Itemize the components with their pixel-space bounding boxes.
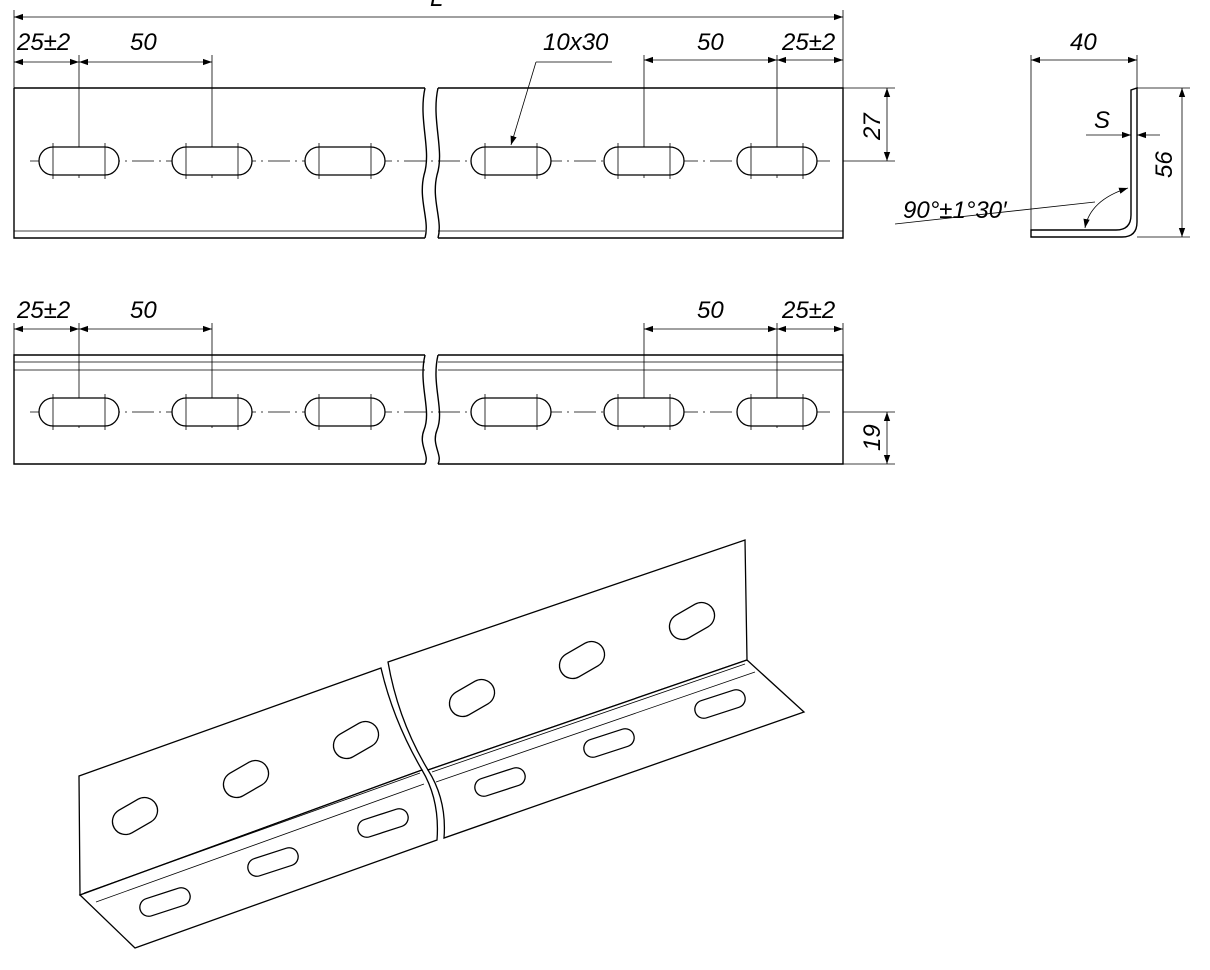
bottom-view-slots bbox=[38, 394, 818, 430]
iso-slot-vertical-6 bbox=[668, 601, 716, 641]
slot-5 bbox=[603, 143, 685, 179]
slot-3 bbox=[304, 394, 386, 430]
thickness-label: S bbox=[1094, 107, 1110, 134]
iso-slot-vertical-2 bbox=[222, 759, 270, 799]
top-view-right-outline bbox=[438, 87, 844, 239]
bottom-view-right-outline bbox=[438, 354, 844, 465]
right-edge-offset-label: 25±2 bbox=[781, 29, 835, 56]
bottom-view: 25±2 50 50 25±2 19 bbox=[13, 297, 895, 465]
right-pitch-label: 50 bbox=[697, 29, 724, 56]
iso-slot-horizontal-2 bbox=[247, 847, 299, 877]
slot-6 bbox=[736, 394, 818, 430]
iso-slot-vertical-4 bbox=[448, 678, 496, 718]
iso-slot-horizontal-5 bbox=[583, 728, 635, 758]
top-view: L 25±2 50 50 25±2 10x30 bbox=[13, 0, 895, 239]
slot-2 bbox=[171, 394, 253, 430]
top-view-left-outline bbox=[13, 87, 425, 239]
break-line-left bbox=[421, 87, 428, 239]
iso-slot-horizontal-1 bbox=[139, 887, 191, 917]
slot-row-height-label: 19 bbox=[859, 424, 886, 451]
bend-angle-label: 90°±1°30′ bbox=[903, 197, 1008, 224]
bend-angle-arc bbox=[1083, 187, 1129, 229]
section-view: 40 S 56 90°±1°30′ bbox=[894, 29, 1190, 238]
slot-1 bbox=[38, 394, 120, 430]
slot-6 bbox=[736, 143, 818, 179]
slot-row-height-label: 27 bbox=[859, 112, 886, 141]
bottom-view-left-outline bbox=[13, 354, 425, 465]
iso-slot-horizontal-4 bbox=[474, 767, 526, 797]
iso-slot-horizontal-6 bbox=[694, 689, 746, 719]
bend-angle-leader bbox=[894, 201, 1096, 225]
slot-3 bbox=[304, 143, 386, 179]
profile-height-label: 56 bbox=[1151, 151, 1178, 178]
slot-size-label: 10x30 bbox=[543, 29, 609, 56]
flange-width-label: 40 bbox=[1070, 29, 1097, 56]
overall-length-label: L bbox=[430, 0, 443, 12]
iso-slot-vertical-3 bbox=[332, 720, 380, 760]
slot-4 bbox=[470, 143, 552, 179]
isometric-view bbox=[78, 539, 806, 949]
right-pitch-label: 50 bbox=[697, 297, 724, 324]
break-line-left bbox=[421, 354, 428, 465]
break-line-right bbox=[434, 354, 441, 465]
angle-profile bbox=[1030, 87, 1138, 238]
slot-1 bbox=[38, 143, 120, 179]
slot-5 bbox=[603, 394, 685, 430]
break-line-right bbox=[434, 87, 441, 239]
iso-slot-vertical-1 bbox=[111, 796, 159, 836]
left-edge-offset-label: 25±2 bbox=[16, 29, 70, 56]
right-edge-offset-label: 25±2 bbox=[781, 297, 835, 324]
iso-slot-vertical-5 bbox=[558, 640, 606, 680]
iso-bend-line-left-2 bbox=[95, 783, 425, 903]
slot-4 bbox=[470, 394, 552, 430]
iso-slot-horizontal-3 bbox=[357, 808, 409, 838]
iso-bend-line-right bbox=[431, 663, 746, 773]
slot-size-leader bbox=[510, 61, 537, 146]
left-pitch-label: 50 bbox=[130, 297, 157, 324]
iso-bend-line-right-2 bbox=[435, 671, 756, 783]
left-edge-offset-label: 25±2 bbox=[16, 297, 70, 324]
iso-bend-line-left bbox=[83, 772, 421, 894]
top-view-slots bbox=[38, 143, 818, 179]
left-pitch-label: 50 bbox=[130, 29, 157, 56]
slot-2 bbox=[171, 143, 253, 179]
